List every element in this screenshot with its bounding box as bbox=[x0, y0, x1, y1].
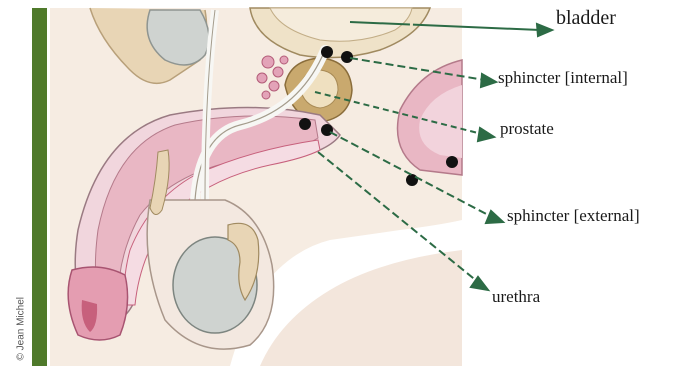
copyright-credit: © Jean Michel bbox=[16, 251, 27, 361]
side-bar bbox=[32, 8, 47, 366]
label-prostate: prostate bbox=[500, 119, 554, 139]
label-sphincter-internal: sphincter [internal] bbox=[498, 68, 628, 88]
label-bladder: bladder bbox=[556, 7, 616, 30]
anal-sphincter-1 bbox=[406, 174, 418, 186]
sphincter-external-right bbox=[321, 124, 333, 136]
sphincter-external-left bbox=[299, 118, 311, 130]
sphincter-internal-left bbox=[321, 46, 333, 58]
label-sphincter-external: sphincter [external] bbox=[507, 206, 640, 226]
thigh-region bbox=[260, 250, 462, 366]
glans bbox=[68, 267, 127, 340]
anal-sphincter-2 bbox=[446, 156, 458, 168]
sphincter-internal-right bbox=[341, 51, 353, 63]
label-urethra: urethra bbox=[492, 287, 540, 307]
